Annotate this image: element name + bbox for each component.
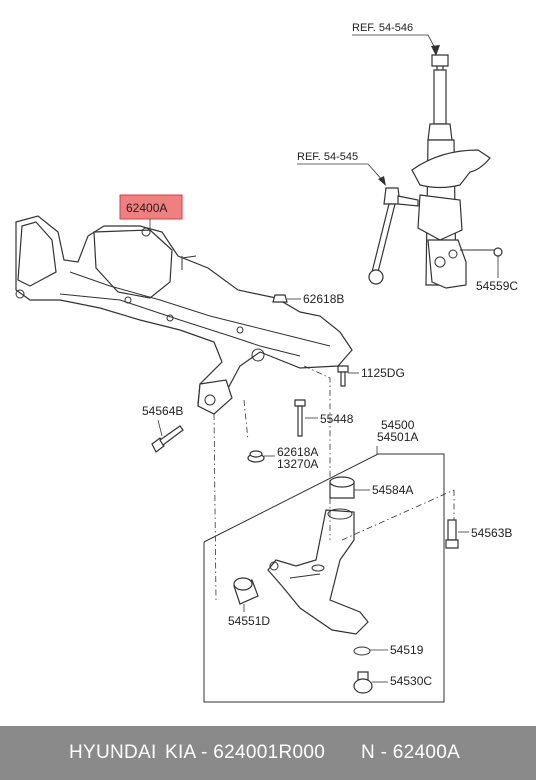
label-1125dg[interactable]: 1125DG: [361, 366, 405, 380]
bushing-54551d: [233, 577, 259, 605]
label-ref-54-545[interactable]: REF. 54-545: [297, 151, 358, 163]
lower-control-arm: [267, 508, 369, 635]
label-54501a[interactable]: 54501A: [377, 430, 418, 444]
nut-62618b: [272, 294, 288, 303]
bolt-1125dg: [337, 365, 349, 387]
label-54530c[interactable]: 54530C: [390, 674, 432, 688]
bolt-55448: [294, 399, 306, 437]
footer-ref-number: N - 62400A: [361, 742, 461, 763]
label-62400a[interactable]: 62400A: [126, 201, 167, 215]
label-55448[interactable]: 55448: [320, 412, 354, 426]
bolt-54564b: [151, 425, 184, 453]
subframe-crossmember: [15, 215, 353, 415]
highlight-box-62400a: [119, 194, 183, 220]
parts-diagram: 62400A REF. 54-546 REF. 54-545 62618B 11…: [15, 22, 518, 703]
footer-bar: HYUNDAI KIA - 624001R000 N - 62400A: [0, 726, 536, 780]
label-54584a[interactable]: 54584A: [372, 483, 413, 497]
label-54551d[interactable]: 54551D: [228, 614, 270, 628]
label-62618b[interactable]: 62618B: [303, 292, 344, 306]
footer-part-number: KIA - 624001R000: [165, 742, 326, 763]
label-54559c[interactable]: 54559C: [476, 279, 518, 293]
stabilizer-link: [368, 187, 419, 285]
washer-62618a: [247, 450, 265, 463]
label-54563b[interactable]: 54563B: [471, 526, 512, 540]
label-13270a[interactable]: 13270A: [277, 457, 318, 471]
centerline-54551d: [213, 413, 217, 601]
label-54519[interactable]: 54519: [390, 643, 424, 657]
clip-54519: [353, 646, 371, 656]
label-ref-54-546[interactable]: REF. 54-546: [352, 22, 413, 34]
bolt-54563b: [445, 519, 459, 549]
label-54500[interactable]: 54500: [381, 418, 415, 432]
label-54564b[interactable]: 54564B: [142, 404, 183, 418]
ball-joint-54530c: [353, 671, 373, 694]
footer-brand: HYUNDAI: [69, 742, 157, 763]
strut-assembly: [411, 54, 503, 289]
bushing-54584a: [329, 476, 355, 499]
arm-group-bracket: [203, 453, 445, 703]
label-62618a[interactable]: 62618A: [277, 445, 318, 459]
